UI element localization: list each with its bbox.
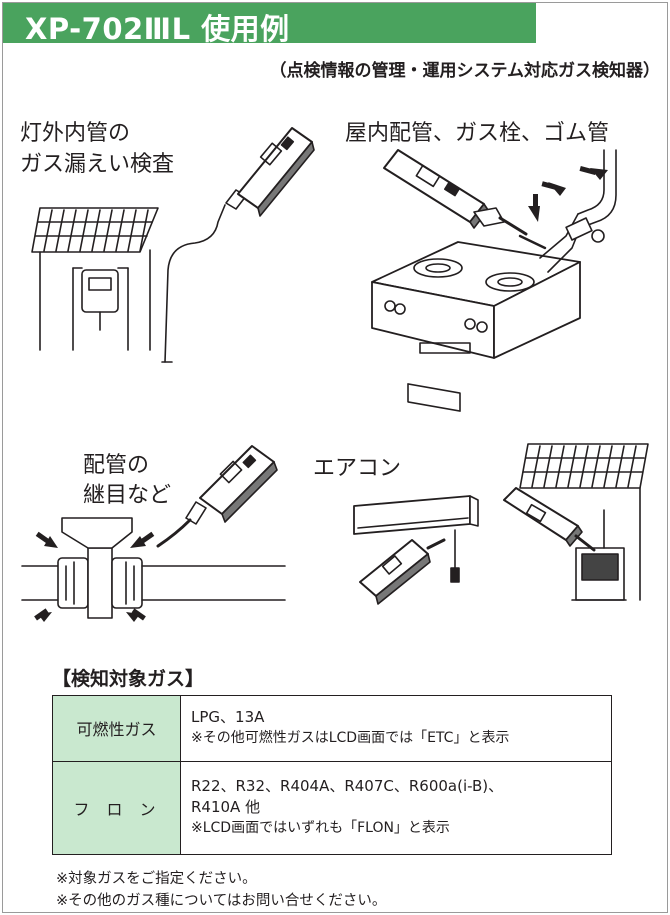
- indicator-arrows-indoor: [528, 165, 608, 222]
- footnote-1: ※対象ガスをご指定ください。: [56, 871, 257, 887]
- air-conditioner-indoor-unit: [353, 495, 479, 583]
- usage-illustrations: [21, 127, 649, 622]
- gas-name-combustible: 可燃性ガス: [52, 695, 181, 762]
- label-outdoor-line2: ガス漏えい検査: [20, 152, 175, 177]
- pipe-joint-illustration: [21, 517, 286, 619]
- air-conditioner-outdoor-unit: [571, 509, 627, 601]
- page-subtitle: （点検情報の管理・運用システム対応ガス検知器）: [269, 61, 661, 81]
- gas-table: 可燃性ガス LPG、13A ※その他可燃性ガスはLCD画面では「ETC」と表示 …: [52, 695, 612, 856]
- table-row: 可燃性ガス LPG、13A ※その他可燃性ガスはLCD画面では「ETC」と表示: [52, 695, 612, 762]
- label-aircon: エアコン: [313, 456, 402, 481]
- gas-list-freon-line1: R22、R32、R404A、R407C、R600a(i-B)、: [191, 777, 504, 796]
- gas-name-freon: フロン: [52, 760, 181, 856]
- gas-desc-freon: R22、R32、R404A、R407C、R600a(i-B)、 R410A 他 …: [180, 760, 612, 856]
- indoor-gas-pipe-illustration: [518, 149, 617, 273]
- title-banner: XP-702ⅢL 使用例: [3, 3, 536, 46]
- table-row: フロン R22、R32、R404A、R407C、R600a(i-B)、 R410…: [52, 760, 612, 856]
- detector-device-aircon-right: [503, 487, 596, 552]
- detector-device-indoor: [383, 149, 528, 236]
- gas-note-freon: ※LCD画面ではいずれも「FLON」と表示: [191, 820, 450, 837]
- indicator-arrows-joint: [34, 531, 155, 622]
- gas-stove-illustration: [371, 241, 581, 412]
- detector-device-aircon-left: [359, 538, 446, 605]
- gas-list-freon-line2: R410A 他: [191, 798, 261, 817]
- house-roof-left-illustration: [31, 207, 159, 351]
- gas-desc-combustible: LPG、13A ※その他可燃性ガスはLCD画面では「ETC」と表示: [180, 695, 612, 762]
- house-roof-right-illustration: [519, 443, 649, 601]
- detector-device-outdoor: [237, 127, 315, 217]
- label-indoor: 屋内配管、ガス栓、ゴム管: [345, 121, 610, 146]
- gas-meter-illustration: [72, 267, 129, 351]
- gas-note-combustible: ※その他可燃性ガスはLCD画面では「ETC」と表示: [191, 730, 510, 747]
- gas-section-title: 【検知対象ガス】: [52, 668, 205, 690]
- footnote-2: ※その他のガス種についてはお問い合せください。: [56, 893, 387, 909]
- gas-list-combustible: LPG、13A: [191, 708, 265, 727]
- label-outdoor-line1: 灯外内管の: [20, 121, 131, 146]
- label-joints-line1: 配管の: [83, 453, 150, 478]
- detector-device-joint: [156, 445, 278, 548]
- page-title: XP-702ⅢL 使用例: [25, 12, 290, 46]
- label-joints-line2: 継目など: [83, 483, 172, 508]
- detector-probe-outdoor: [161, 189, 247, 363]
